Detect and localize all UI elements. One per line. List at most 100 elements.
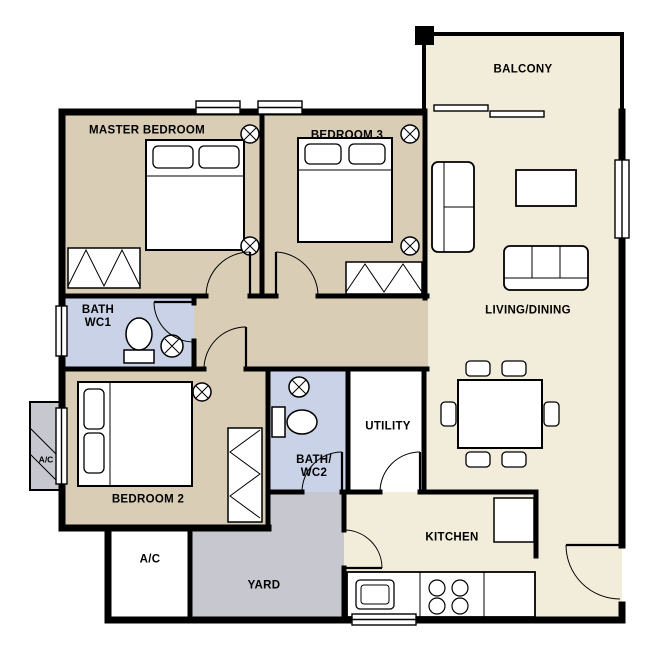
column-symbol-icon bbox=[240, 236, 260, 256]
stove-burner bbox=[428, 597, 446, 615]
kitchen-sink-basin bbox=[360, 584, 390, 605]
balcony-pillar bbox=[415, 26, 434, 45]
stove-burner bbox=[451, 597, 469, 615]
door-main-entrance bbox=[565, 543, 621, 600]
wardrobe-body bbox=[227, 427, 263, 523]
door-bedroom2 bbox=[203, 326, 248, 370]
doors bbox=[153, 251, 621, 600]
stove-burner bbox=[451, 579, 469, 597]
room-label-master-bedroom: MASTER BEDROOM bbox=[88, 124, 206, 137]
stove bbox=[428, 579, 469, 615]
door-bath-wc1 bbox=[153, 300, 195, 343]
bedroom3-wardrobe bbox=[345, 261, 423, 295]
room-label-balcony: BALCONY bbox=[493, 63, 553, 76]
kitchen-counter bbox=[346, 571, 536, 618]
toilet-tank bbox=[123, 349, 155, 364]
wardrobe-hatch bbox=[67, 248, 141, 288]
hallway-floor bbox=[194, 296, 428, 370]
bedroom2-wardrobe bbox=[227, 427, 263, 523]
wardrobe-hatch bbox=[345, 263, 423, 293]
door-swing-arc bbox=[205, 251, 251, 297]
dining-chair bbox=[465, 360, 491, 377]
room-label-bath-wc2: BATH/ WC2 bbox=[296, 454, 332, 480]
door-swing-arc bbox=[343, 529, 383, 569]
basin-cross-icon bbox=[291, 379, 307, 395]
door-swing-arc bbox=[379, 451, 421, 493]
room-label-bath-wc2-line2: WC2 bbox=[300, 467, 328, 479]
dining-chair bbox=[440, 401, 457, 427]
door-swing-arc bbox=[203, 326, 247, 370]
column-symbol-icon bbox=[400, 236, 420, 256]
counter-divider-lines bbox=[419, 572, 485, 617]
room-label-bath-wc2-line1: BATH/ bbox=[296, 454, 332, 466]
door-swing-arc bbox=[153, 301, 195, 343]
dining-set bbox=[440, 360, 560, 468]
dining-chair bbox=[465, 451, 491, 468]
room-label-bedroom2: BEDROOM 2 bbox=[111, 493, 185, 506]
bedroom3-bed bbox=[297, 137, 393, 243]
interior-walls bbox=[59, 109, 539, 623]
room-label-bath-wc1: BATH WC1 bbox=[82, 304, 114, 330]
door-swing-arc bbox=[565, 544, 621, 600]
bedroom2-bed bbox=[77, 381, 193, 487]
bed-pillow bbox=[304, 143, 342, 165]
dining-table bbox=[457, 379, 543, 449]
door-bedroom3 bbox=[274, 251, 319, 297]
door-swing-arc bbox=[275, 251, 319, 297]
master-wardrobe bbox=[67, 247, 141, 289]
sofa-body bbox=[503, 245, 589, 291]
column-symbol-icon bbox=[192, 382, 212, 402]
door-master-bedroom bbox=[205, 251, 252, 297]
wardrobe-body bbox=[67, 247, 141, 289]
utility-floor bbox=[348, 368, 426, 492]
furniture bbox=[67, 124, 589, 618]
bed-pillow bbox=[83, 388, 105, 430]
dining-chair bbox=[501, 451, 527, 468]
door-utility bbox=[379, 451, 422, 493]
room-label-kitchen: KITCHEN bbox=[425, 531, 479, 544]
balcony-walls bbox=[422, 32, 624, 114]
room-label-bath-wc1-line2: WC1 bbox=[84, 317, 112, 329]
room-label-bath-wc1-line1: BATH bbox=[81, 304, 115, 316]
room-label-ac-side: A/C bbox=[38, 454, 54, 465]
dining-chair bbox=[501, 360, 527, 377]
sofa-horizontal bbox=[503, 245, 589, 291]
bath-wc1-fixtures bbox=[123, 317, 184, 364]
column-symbol-icon bbox=[240, 124, 260, 144]
room-label-bedroom3: BEDROOM 3 bbox=[310, 129, 384, 142]
bed-pillow bbox=[152, 145, 194, 169]
yard-floor bbox=[190, 492, 344, 620]
stove-burner bbox=[428, 579, 446, 597]
wardrobe-hatch bbox=[229, 429, 261, 519]
wardrobe-body bbox=[345, 261, 423, 295]
door-kitchen-yard bbox=[343, 529, 383, 570]
sofa-cushion-lines bbox=[443, 162, 474, 252]
windows bbox=[55, 100, 630, 626]
toilet-tank bbox=[271, 406, 286, 438]
balcony-sliding-door-panel bbox=[433, 104, 489, 112]
balcony-floor bbox=[424, 34, 622, 112]
room-label-living-dining: LIVING/DINING bbox=[485, 304, 571, 317]
ac-ledge-bottom-floor bbox=[108, 528, 190, 620]
sofa-vertical bbox=[431, 161, 475, 253]
fridge bbox=[493, 497, 535, 543]
sofa-cushion-lines bbox=[504, 246, 588, 279]
room-label-ac-bottom: A/C bbox=[139, 553, 161, 566]
bed-pillow bbox=[83, 432, 105, 474]
room-label-yard: YARD bbox=[247, 579, 281, 592]
room-label-utility: UTILITY bbox=[365, 420, 411, 433]
bed-pillow bbox=[198, 145, 240, 169]
column-symbol-icon bbox=[400, 124, 420, 144]
toilet-bowl bbox=[286, 409, 318, 435]
master-bed bbox=[145, 139, 245, 251]
balcony-sliding-door-panel bbox=[489, 110, 545, 118]
column-symbols bbox=[192, 124, 420, 402]
door-swing-arc bbox=[301, 451, 343, 493]
dining-chair bbox=[543, 401, 560, 427]
bed-pillow bbox=[348, 143, 386, 165]
door-bath-wc2 bbox=[301, 451, 344, 493]
basin-cross-icon bbox=[164, 338, 180, 354]
bath-wc2-fixtures bbox=[271, 376, 318, 438]
toilet-bowl bbox=[125, 317, 153, 351]
